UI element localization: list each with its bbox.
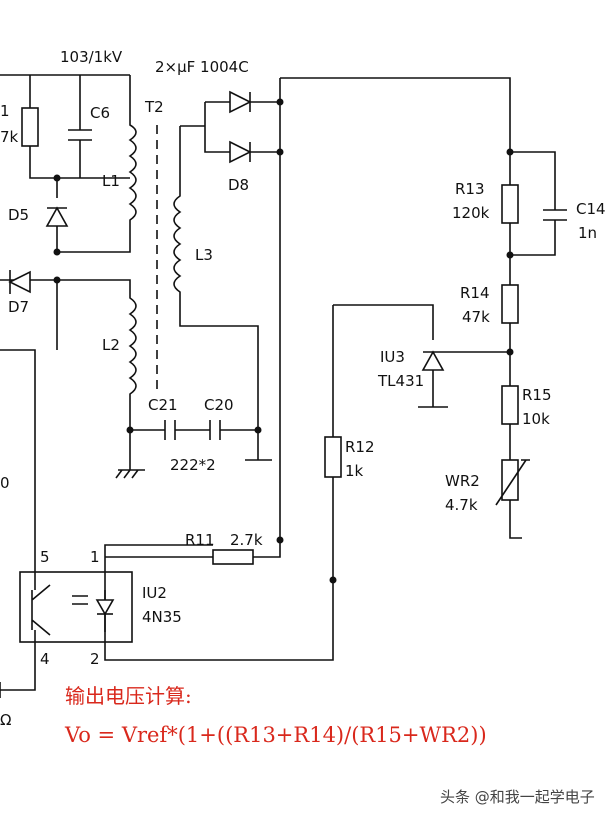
label-c21: C21 [148, 396, 178, 414]
label-4n35: 4N35 [142, 608, 182, 626]
label-c20: C20 [204, 396, 234, 414]
label-r15-val: 10k [522, 410, 550, 428]
label-r-left-val: 7k [0, 128, 19, 146]
label-c-pair-val: 222*2 [170, 456, 216, 474]
label-pin1: 1 [90, 548, 100, 566]
label-c14-val: 1n [578, 224, 597, 242]
label-t2: T2 [144, 98, 164, 116]
formula-title: 输出电压计算: [65, 684, 192, 708]
label-tl431: TL431 [377, 372, 424, 390]
label-d7: D7 [8, 298, 29, 316]
label-omega: Ω [0, 711, 11, 729]
label-l1: L1 [102, 172, 120, 190]
label-wr2-val: 4.7k [445, 496, 478, 514]
label-r12-val: 1k [345, 462, 364, 480]
label-c6: C6 [90, 104, 110, 122]
label-wr2: WR2 [445, 472, 480, 490]
label-pin4: 4 [40, 650, 50, 668]
label-l2: L2 [102, 336, 120, 354]
label-c-top: 103/1kV [60, 48, 123, 66]
label-pin2: 2 [90, 650, 100, 668]
label-r13: R13 [455, 180, 485, 198]
label-pin5: 5 [40, 548, 50, 566]
label-r13-val: 120k [452, 204, 490, 222]
label-r12: R12 [345, 438, 375, 456]
label-iu3: IU3 [380, 348, 405, 366]
label-diode-pair: 2×μF 1004C [155, 58, 249, 76]
label-r11: R11 [185, 531, 215, 549]
formula-expression: Vo = Vref*(1+((R13+R14)/(R15+WR2)) [64, 723, 487, 747]
resistor-left [21, 107, 39, 147]
label-iu2: IU2 [142, 584, 167, 602]
watermark: 头条 @和我一起学电子 [440, 788, 595, 806]
label-left-zero: 0 [0, 474, 10, 492]
label-r-left: 1 [0, 102, 10, 120]
label-l3: L3 [195, 246, 213, 264]
label-r14-val: 47k [462, 308, 490, 326]
label-r11-val: 2.7k [230, 531, 263, 549]
label-r14: R14 [460, 284, 490, 302]
label-d5: D5 [8, 206, 29, 224]
label-c14: C14 [576, 200, 606, 218]
label-r15: R15 [522, 386, 552, 404]
label-d8: D8 [228, 176, 249, 194]
wire [29, 75, 130, 179]
